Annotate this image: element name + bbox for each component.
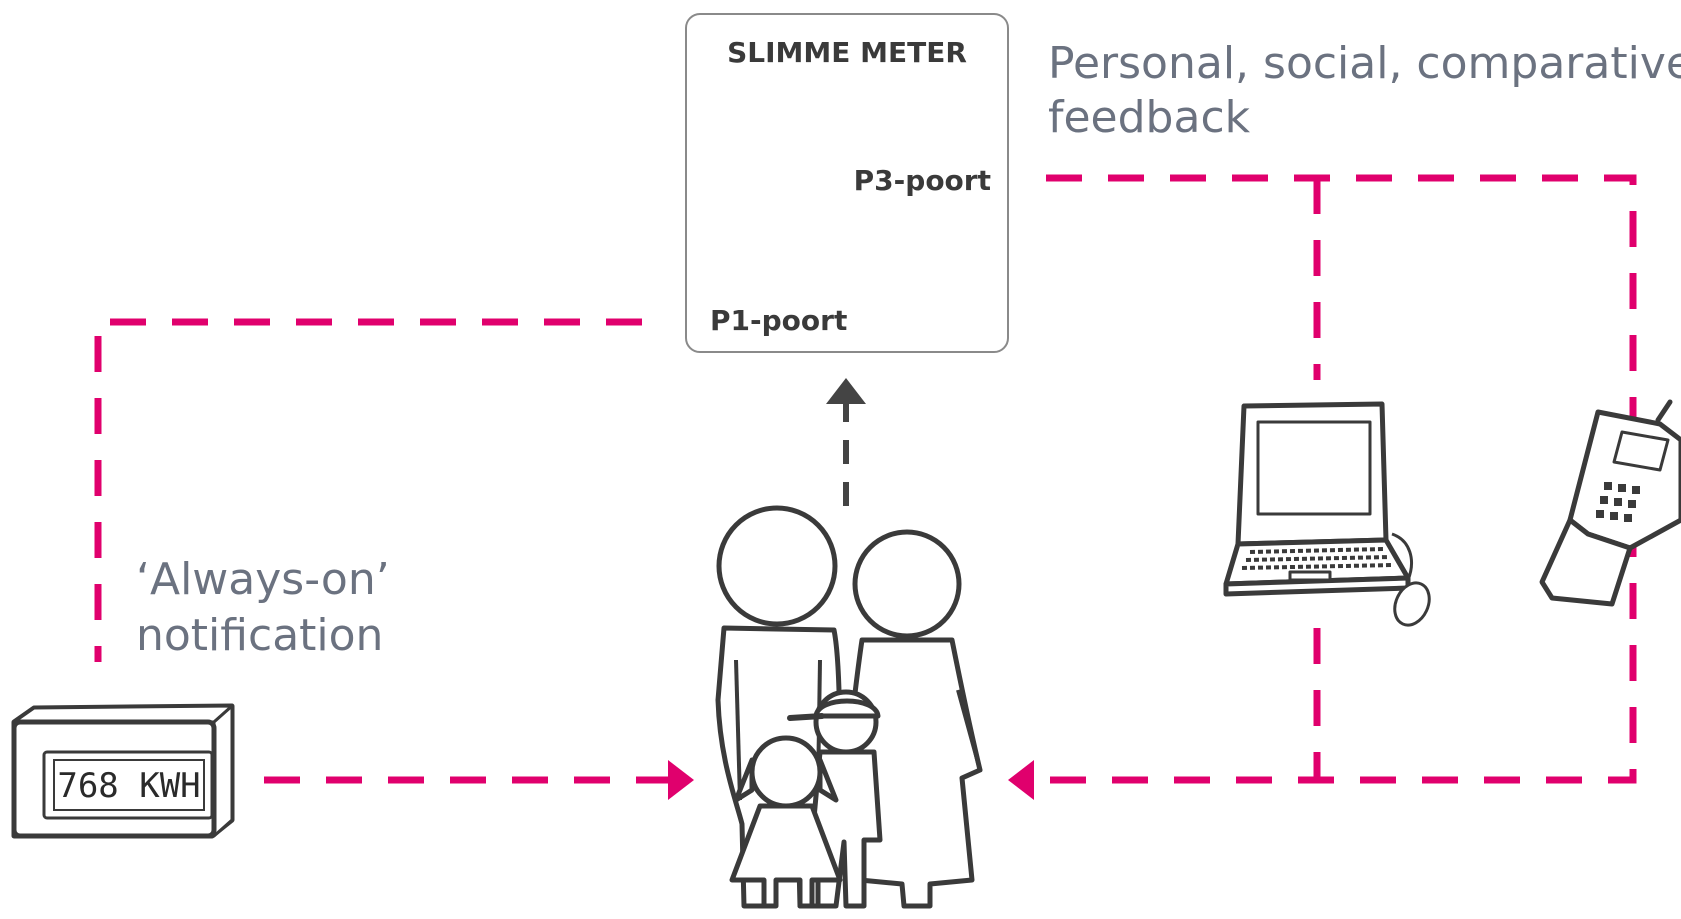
energy-display-icon: 768 KWH [11,703,235,839]
notification-caption: ‘Always-on’ notification [136,554,390,661]
notification-caption-line1: ‘Always-on’ [136,554,390,605]
devices-to-family-arrow [1008,760,1034,800]
family-to-meter-arrow [826,378,866,506]
notification-caption-line2: notification [136,610,383,661]
feedback-caption-line1: Personal, social, comparative [1048,38,1681,89]
p3-port-label: P3-poort [854,164,991,197]
mobile-phone-icon [1539,399,1681,607]
arrowhead-left [1008,760,1034,800]
display-reading: 768 KWH [57,766,200,806]
smart-meter-title: SLIMME METER [727,36,967,69]
arrowhead-up [826,378,866,404]
smart-meter: SLIMME METER P3-poort P1-poort [685,13,1009,353]
p1-port-label: P1-poort [710,304,847,337]
feedback-caption: Personal, social, comparative feedback [1048,38,1681,143]
feedback-caption-line2: feedback [1048,92,1251,143]
smart-meter-box [685,13,1009,353]
laptop-icon [1223,401,1431,627]
arrowhead-right [668,760,694,800]
girl-figure [729,735,843,909]
family-icon [715,505,983,909]
display-to-family-arrow [264,760,694,800]
p1-connector [94,318,642,662]
